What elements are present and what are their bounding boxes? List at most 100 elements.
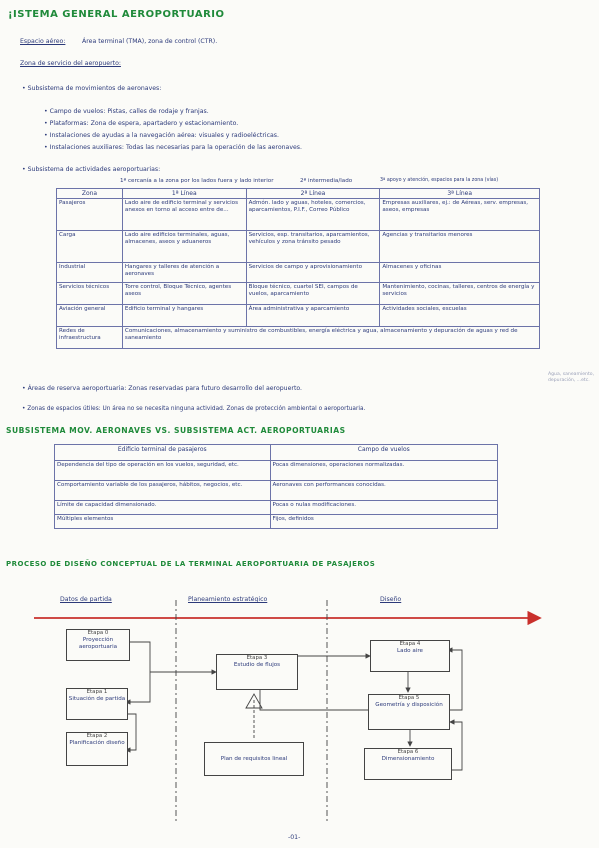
list-item: • Instalaciones de ayudas a la navegació… [44, 132, 279, 139]
stage-box: Etapa 3 Estudio de flujos [216, 654, 298, 690]
zonas-espacios: • Zonas de espacios útiles: Un área no s… [22, 406, 366, 412]
table-row: Aviación general Edificio terminal y han… [56, 304, 540, 327]
table-row: Redes de infraestructura Comunicaciones,… [56, 326, 541, 349]
stage-desc: Estudio de flujos [233, 662, 281, 668]
subsistema-movimientos-heading: • Subsistema de movimientos de aeronaves… [22, 85, 162, 92]
espacio-aereo-label: Espacio aéreo: [20, 38, 66, 45]
table-header-cell: Zona [56, 188, 123, 199]
section-heading: Proceso de diseño conceptual de la termi… [6, 560, 376, 568]
stage-box: Plan de requisitos lineal [204, 742, 304, 776]
subsistema-actividades-heading: • Subsistema de actividades aeroportuari… [22, 166, 161, 173]
side-note: Agua, saneamiento, depuración, ...etc. [548, 372, 595, 383]
table-row: Industrial Hangares y talleres de atenci… [56, 262, 540, 283]
flow-connector [447, 647, 463, 711]
table-cell: Industrial [56, 262, 123, 283]
table-cell: Servicios de campo y aprovisionamiento [245, 262, 381, 283]
table-row: Carga Lado aire edificios terminales, ag… [56, 230, 540, 263]
flow-connector [125, 713, 137, 753]
table-cell: Almacenes y oficinas [379, 262, 540, 283]
list-item: • Instalaciones auxiliares: Todas las ne… [44, 144, 302, 151]
table-cell: Edificio terminal y hangares [121, 304, 247, 327]
stage-desc: Planificación diseño [69, 740, 125, 746]
list-item-text: Plataformas: Zona de espera, apartadero … [49, 120, 239, 127]
stage-desc: Geometría y disposición [375, 702, 443, 708]
subsistema-actividades-heading-text: Subsistema de actividades aeroportuarias… [27, 166, 161, 173]
zona-servicio-label: Zona de servicio del aeropuerto: [20, 60, 121, 67]
stage-name: Etapa 1 [86, 689, 108, 695]
table-cell: Empresas auxiliares, ej.: de Aéreas, ser… [379, 198, 540, 231]
stage-box: Etapa 0 Proyección aeroportuaria [66, 629, 130, 661]
flow-connector [449, 719, 463, 771]
table-header-cell: 2ª Línea [245, 188, 381, 199]
table-header-row: Zona 1ª Línea 2ª Línea 3ª Línea [56, 188, 540, 199]
table-row: Límite de capacidad dimensionado. Pocas … [54, 500, 499, 515]
areas-reserva-text: Áreas de reserva aeroportuaria: Zonas re… [27, 385, 303, 392]
table-cell: Servicios, esp. transitarios, aparcamien… [245, 230, 381, 263]
table-header-cell: 3ª Línea [379, 188, 540, 199]
table-cell: Carga [56, 230, 123, 263]
triangle-icon [245, 693, 263, 709]
table-cell: Aeronaves con performances conocidas. [269, 480, 499, 501]
table-cell: Lado aire de edificio terminal y servici… [121, 198, 247, 231]
actividades-table: Zona 1ª Línea 2ª Línea 3ª Línea Pasajero… [56, 188, 541, 349]
table-cell: Hangares y talleres de atención a aerona… [121, 262, 247, 283]
stage-box: Etapa 2 Planificación diseño [66, 732, 128, 766]
stage-name: Etapa 6 [397, 749, 419, 755]
table-cell: Mantenimiento, cocinas, talleres, centro… [379, 282, 540, 305]
table-header-cell: 1ª Línea [121, 188, 247, 199]
stage-name: Etapa 0 [87, 630, 109, 636]
subsistema-movimientos-heading-text: Subsistema de movimientos de aeronaves: [27, 85, 162, 92]
list-item-text: Instalaciones de ayudas a la navegación … [49, 132, 279, 139]
table-row: Servicios técnicos Torre control, Bloque… [56, 282, 540, 305]
stage-name: Etapa 3 [246, 655, 268, 661]
column-note: 3ª apoyo y atención, espacios para la zo… [380, 178, 499, 183]
table-cell: Lado aire edificios terminales, aguas, a… [121, 230, 247, 263]
table-cell: Múltiples elementos [54, 514, 271, 529]
table-cell: Redes de infraestructura [56, 326, 123, 349]
table-cell: Admón. lado y aguas, hoteles, comercios,… [245, 198, 381, 231]
stage-name: Etapa 4 [399, 641, 421, 647]
page-number: -01- [288, 834, 301, 841]
table-cell: Límite de capacidad dimensionado. [54, 500, 271, 515]
phase-label: Planeamiento estratégico [188, 596, 268, 603]
list-item-text: Instalaciones auxiliares: Todas las nece… [49, 144, 302, 151]
stage-desc: Dimensionamiento [381, 756, 435, 762]
list-item-text: Campo de vuelos: Pistas, calles de rodaj… [49, 108, 209, 115]
table-header-cell: Edificio terminal de pasajeros [54, 444, 271, 461]
page-title: ¡istema general aeroportuario [8, 9, 225, 20]
table-header-row: Edificio terminal de pasajeros Campo de … [54, 444, 499, 461]
table-cell: Fijos, definidos [269, 514, 499, 529]
table-cell: Pocas o nulas modificaciones. [269, 500, 499, 515]
zonas-espacios-text: Zonas de espacios útiles: Un área no se … [27, 406, 366, 412]
stage-desc: Lado aire [397, 648, 423, 654]
areas-reserva: • Áreas de reserva aeroportuaria: Zonas … [22, 385, 303, 392]
stage-box: Etapa 4 Lado aire [370, 640, 450, 672]
stage-desc: Situación de partida [68, 696, 126, 702]
table-cell: Pasajeros [56, 198, 123, 231]
table-row: Pasajeros Lado aire de edificio terminal… [56, 198, 540, 231]
table-row: Múltiples elementos Fijos, definidos [54, 514, 499, 529]
table-row: Dependencia del tipo de operación en los… [54, 460, 499, 481]
list-item: • Campo de vuelos: Pistas, calles de rod… [44, 108, 209, 115]
list-item: • Plataformas: Zona de espera, apartader… [44, 120, 239, 127]
table-header-cell: Campo de vuelos [269, 444, 499, 461]
table-cell: Actividades sociales, escuelas [379, 304, 540, 327]
table-cell: Comunicaciones, almacenamiento y suminis… [121, 326, 541, 349]
table-cell: Torre control, Bloque Técnico, agentes a… [121, 282, 247, 305]
table-cell: Comportamiento variable de los pasajeros… [54, 480, 271, 501]
stage-name: Etapa 5 [398, 695, 420, 701]
phase-label: Diseño [380, 596, 402, 603]
table-cell: Aviación general [56, 304, 123, 327]
table-cell: Agencias y transitarios menores [379, 230, 540, 263]
column-note: 2ª intermedia/lado [300, 178, 353, 184]
stage-box: Etapa 5 Geometría y disposición [368, 694, 450, 730]
stage-desc: Proyección aeroportuaria [78, 637, 118, 650]
table-row: Comportamiento variable de los pasajeros… [54, 480, 499, 501]
table-cell: Bloque técnico, cuartel SEI, campos de v… [245, 282, 381, 305]
stage-box: Etapa 6 Dimensionamiento [364, 748, 452, 780]
stage-box: Etapa 1 Situación de partida [66, 688, 128, 720]
table-cell: Pocas dimensiones, operaciones normaliza… [269, 460, 499, 481]
table-cell: Área administrativa y aparcamiento [245, 304, 381, 327]
phase-label: Datos de partida [60, 596, 112, 603]
espacio-aereo-value: Área terminal (TMA), zona de control (CT… [82, 38, 218, 45]
